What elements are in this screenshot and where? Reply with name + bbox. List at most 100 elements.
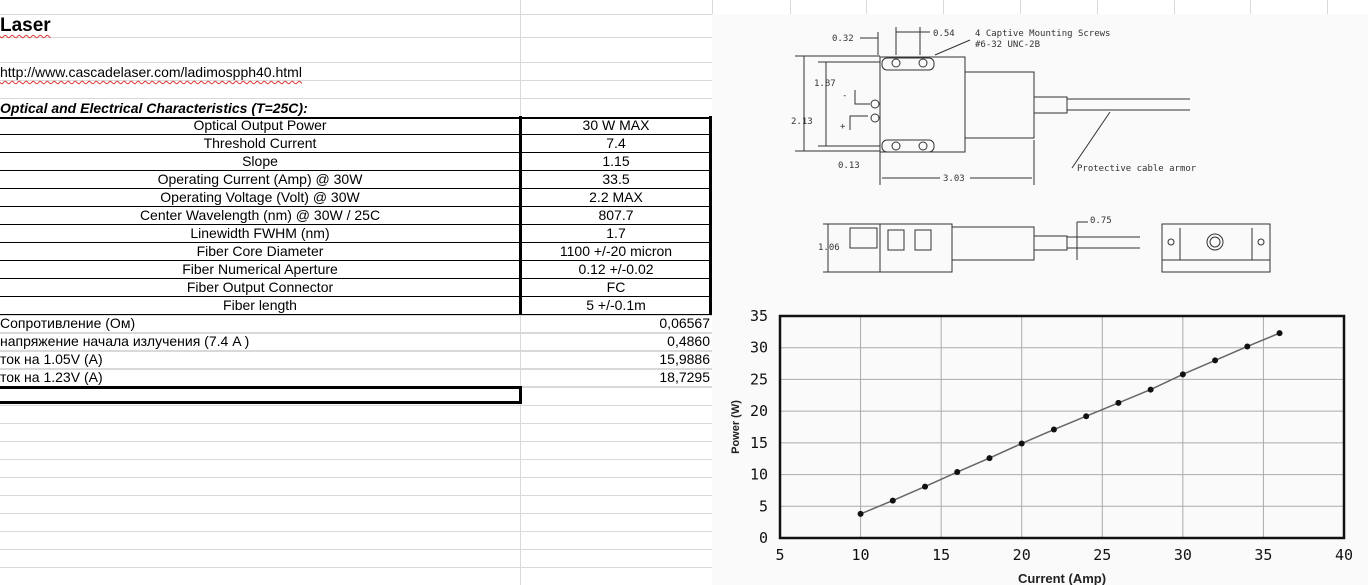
grid-line	[0, 567, 712, 568]
x-axis-label: Current (Amp)	[1018, 571, 1106, 585]
spec-label: Slope	[242, 153, 278, 169]
spec-label: Fiber Output Connector	[186, 279, 334, 295]
data-point	[1018, 440, 1025, 447]
spec-table: Optical Output Power 30 W MAX Threshold Cu…	[0, 117, 712, 315]
y-tick-label: 35	[750, 307, 768, 325]
grid-line	[866, 0, 867, 14]
spec-value: 7.4	[606, 135, 626, 151]
spec-label: Fiber Numerical Aperture	[182, 261, 338, 277]
spec-row[interactable]: Fiber Core Diameter 1100 +/-20 micron	[0, 243, 712, 261]
calc-value: 18,7295	[659, 369, 710, 385]
y-tick-label: 5	[759, 497, 768, 515]
x-tick-label: 5	[775, 546, 784, 564]
grid-line	[790, 0, 791, 14]
dim-label: 0.54	[933, 29, 955, 39]
spec-label: Linewidth FWHM (nm)	[190, 225, 330, 241]
spec-label: Center Wavelength (nm) @ 30W / 25C	[139, 207, 381, 223]
spec-row[interactable]: Slope 1.15	[0, 153, 712, 171]
x-tick-label: 20	[1013, 546, 1031, 564]
spec-label: Operating Current (Amp) @ 30W	[157, 171, 363, 187]
spec-value: 807.7	[598, 207, 634, 223]
spec-value: 1.7	[606, 225, 626, 241]
y-tick-label: 30	[750, 339, 768, 357]
spec-row[interactable]: Fiber Output Connector FC	[0, 279, 712, 297]
calc-label: ток на 1.23V (A)	[0, 369, 103, 385]
grid-line	[0, 405, 712, 406]
selected-cell[interactable]	[0, 386, 522, 404]
y-tick-label: 15	[750, 434, 768, 452]
grid-line	[0, 14, 1368, 15]
screws-note: 4 Captive Mounting Screws	[975, 29, 1110, 39]
spec-label: Optical Output Power	[193, 117, 327, 133]
dim-label: 1.87	[814, 79, 836, 89]
grid-line	[0, 513, 712, 514]
minus-terminal-label: -	[842, 91, 847, 101]
grid-line	[1250, 0, 1251, 14]
grid-line	[0, 477, 712, 478]
section-heading: Optical and Electrical Characteristics (…	[0, 100, 308, 116]
spec-value: FC	[606, 279, 626, 295]
data-point	[1115, 399, 1122, 406]
grid-line	[1020, 0, 1021, 14]
calc-row[interactable]: Сопротивление (Ом)0,06567	[0, 315, 712, 333]
calc-row[interactable]: напряжение начала излучения (7.4 A )0,48…	[0, 333, 712, 351]
x-tick-label: 10	[852, 546, 870, 564]
x-tick-label: 15	[932, 546, 950, 564]
spec-value: 30 W MAX	[582, 117, 650, 133]
y-tick-label: 20	[750, 402, 768, 420]
data-point	[1212, 357, 1219, 364]
grid-line	[0, 549, 712, 550]
grid-line	[0, 423, 712, 424]
table-border	[519, 116, 522, 315]
y-tick-label: 10	[750, 466, 768, 484]
spec-value: 1.15	[602, 153, 630, 169]
y-tick-label: 25	[750, 370, 768, 388]
x-tick-label: 25	[1093, 546, 1111, 564]
plus-terminal-label: +	[840, 122, 846, 132]
spec-value: 2.2 MAX	[589, 189, 643, 205]
spec-row[interactable]: Fiber Numerical Aperture 0.12 +/-0.02	[0, 261, 712, 279]
screws-note: #6-32 UNC-2B	[975, 40, 1040, 50]
spec-value: 0.12 +/-0.02	[578, 261, 654, 277]
data-point	[1244, 343, 1251, 350]
grid-line	[0, 62, 1368, 63]
plot-frame	[778, 314, 1346, 540]
calc-label: ток на 1.05V (A)	[0, 351, 103, 367]
calc-row[interactable]: ток на 1.05V (A) 15,9886	[0, 351, 712, 369]
spec-label: Operating Voltage (Volt) @ 30W	[160, 189, 360, 205]
dim-label: 0.75	[1090, 216, 1112, 226]
spec-value: 1100 +/-20 micron	[559, 243, 673, 259]
x-tick-label: 30	[1174, 546, 1192, 564]
grid-line	[0, 495, 712, 496]
x-tick-label: 35	[1254, 546, 1272, 564]
y-tick-label: 0	[759, 529, 768, 547]
sheet-title: Laser	[0, 15, 51, 36]
data-point	[1083, 413, 1090, 420]
grid-line	[1327, 0, 1328, 14]
dim-label: 3.03	[943, 174, 965, 184]
armor-note: Protective cable armor	[1077, 164, 1197, 174]
grid-line	[0, 351, 712, 352]
calc-row[interactable]: ток на 1.23V (A) 18,7295	[0, 369, 712, 387]
grid-line	[1174, 0, 1175, 14]
spec-row[interactable]: Linewidth FWHM (nm) 1.7	[0, 225, 712, 243]
data-point	[954, 469, 961, 476]
grid-line	[0, 459, 712, 460]
url-cell[interactable]: http://www.cascadelaser.com/ladimospph40…	[0, 64, 302, 80]
dim-label: 0.32	[832, 34, 854, 44]
spec-row[interactable]: Optical Output Power 30 W MAX	[0, 117, 712, 135]
y-axis-label: Power (W)	[730, 400, 742, 454]
grid-line	[0, 315, 712, 316]
calc-value: 15,9886	[659, 351, 710, 367]
spec-row[interactable]: Operating Voltage (Volt) @ 30W 2.2 MAX	[0, 189, 712, 207]
dim-label: 2.13	[791, 117, 813, 127]
spec-row[interactable]: Center Wavelength (nm) @ 30W / 25C 807.7	[0, 207, 712, 225]
grid-line	[0, 441, 712, 442]
spec-label: Fiber Core Diameter	[196, 243, 324, 259]
data-point	[1050, 426, 1057, 433]
spec-label: Fiber length	[223, 297, 297, 313]
